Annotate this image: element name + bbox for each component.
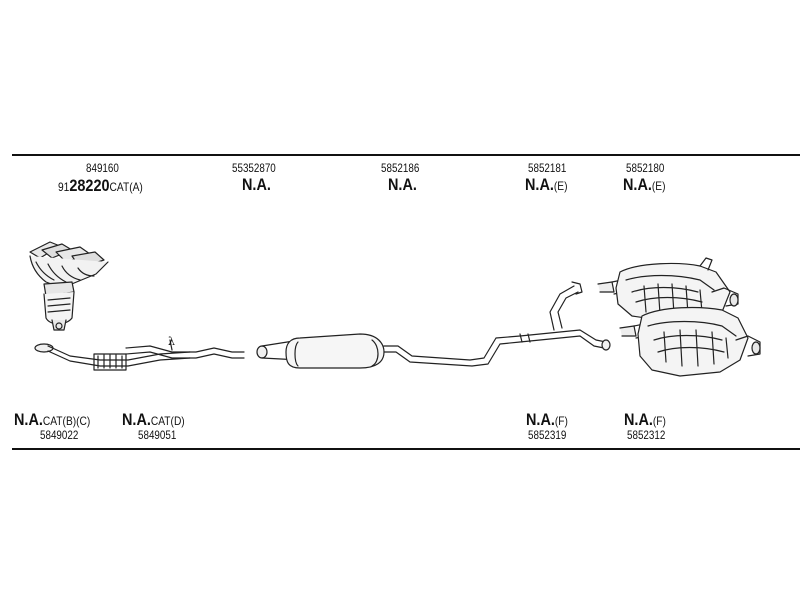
part-number-5852181: 5852181 <box>528 161 567 175</box>
part-code-5849022: N.A.CAT(B)(C) <box>14 411 90 428</box>
front-pipe <box>34 343 191 371</box>
code-suffix: CAT(B)(C) <box>42 414 91 428</box>
part-number-55352870: 55352870 <box>232 161 276 175</box>
lambda-label: λ <box>168 335 175 348</box>
middle-pipe <box>383 281 611 367</box>
part-number-5852312: 5852312 <box>627 428 666 442</box>
code-text: N.A. <box>14 410 43 429</box>
part-code-5852312: N.A.(F) <box>624 411 666 428</box>
code-suffix: CAT(D) <box>150 414 185 428</box>
part-number-5852186: 5852186 <box>381 161 420 175</box>
code-suffix: (F) <box>652 414 666 428</box>
bottom-divider <box>12 448 800 450</box>
code-bold: 28220 <box>69 176 110 195</box>
code-text: N.A. <box>122 410 151 429</box>
code-suffix: (E) <box>651 179 666 193</box>
code-suffix: (F) <box>554 414 568 428</box>
code-suffix: CAT(A) <box>109 180 143 194</box>
part-number-5852319: 5852319 <box>528 428 567 442</box>
part-code-5852319: N.A.(F) <box>526 411 568 428</box>
exhaust-manifold-catalyst <box>29 241 109 331</box>
code-prefix: 91 <box>58 180 70 194</box>
part-code-5852186: N.A. <box>388 176 417 193</box>
center-muffler <box>256 333 385 369</box>
rear-silencer-lower <box>619 306 761 377</box>
rear-silencer-upper <box>597 257 739 321</box>
part-number-5852180: 5852180 <box>626 161 665 175</box>
code-text: N.A. <box>388 175 417 194</box>
part-number-849160: 849160 <box>86 161 119 175</box>
code-text: N.A. <box>623 175 652 194</box>
part-code-catalyst-a: 9128220CAT(A) <box>58 177 143 195</box>
code-text: N.A. <box>526 410 555 429</box>
intermediate-pipe: λ <box>125 335 245 359</box>
part-number-5849051: 5849051 <box>138 428 177 442</box>
part-code-5849051: N.A.CAT(D) <box>122 411 185 428</box>
part-code-5852180: N.A.(E) <box>623 176 666 193</box>
code-text: N.A. <box>242 175 271 194</box>
code-text: N.A. <box>624 410 653 429</box>
code-text: N.A. <box>525 175 554 194</box>
top-divider <box>12 154 800 156</box>
part-code-55352870: N.A. <box>242 176 271 193</box>
code-suffix: (E) <box>553 179 568 193</box>
part-number-5849022: 5849022 <box>40 428 79 442</box>
part-code-5852181: N.A.(E) <box>525 176 568 193</box>
